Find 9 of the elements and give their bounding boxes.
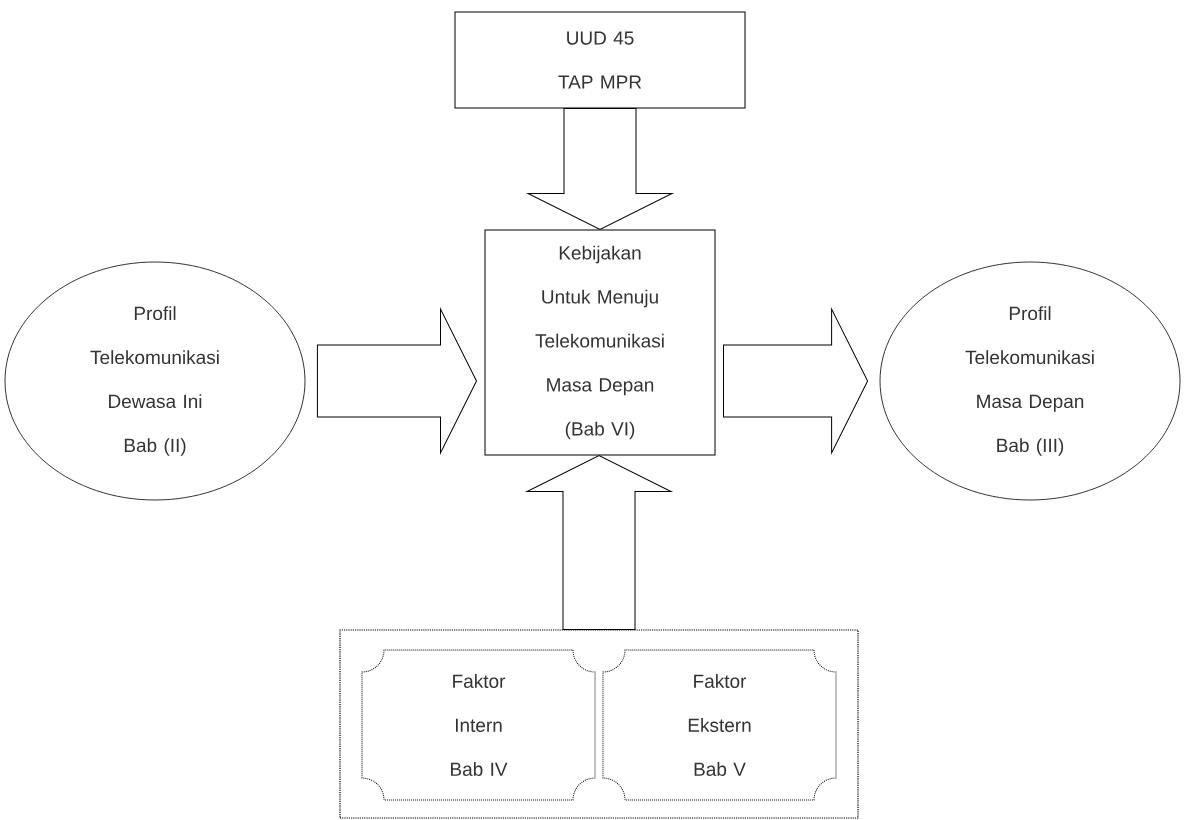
block-arrow	[316, 308, 477, 454]
dotted-frame	[339, 629, 859, 819]
block-arrow	[527, 108, 673, 230]
plaque-box: Faktor Ekstern Bab V	[602, 649, 837, 801]
block-arrow	[723, 308, 869, 454]
text-box: UUD 45 TAP MPR	[454, 11, 746, 109]
text-box: Kebijakan Untuk Menuju Telekomunikasi Masa Depan (Bab VI)	[484, 229, 716, 456]
plaque-box: Faktor Intern Bab IV	[361, 649, 596, 801]
block-arrow	[526, 455, 672, 630]
